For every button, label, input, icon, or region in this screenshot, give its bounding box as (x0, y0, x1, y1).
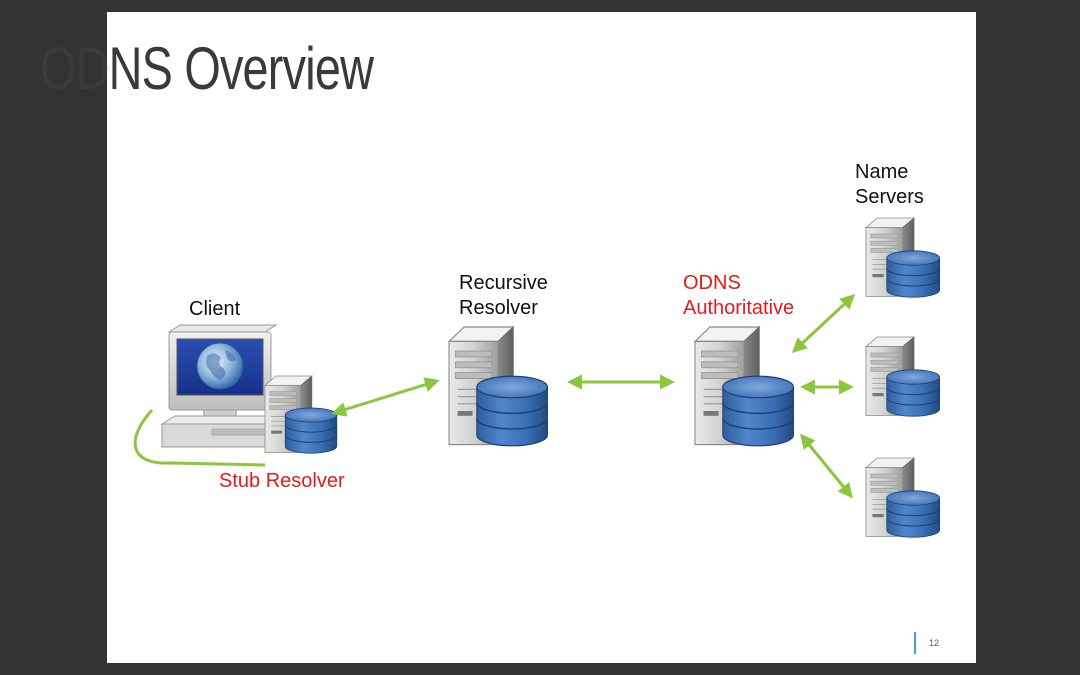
name-servers-label-line2: Servers (855, 186, 924, 208)
name-server-1-icon (865, 217, 941, 298)
recursive-resolver-server-icon (448, 326, 549, 447)
recursive-resolver-label-line1: Recursive (459, 272, 548, 294)
name-servers-label-line1: Name (855, 161, 909, 183)
arrow-odns-to-name-server-3 (800, 433, 853, 499)
recursive-resolver-label-line2: Resolver (459, 297, 538, 319)
name-servers-label: Name Servers (855, 160, 924, 210)
odns-authoritative-label-line2: Authoritative (683, 297, 795, 319)
odns-authoritative-server-icon (694, 326, 795, 447)
odns-authoritative-label: ODNS Authoritative (683, 271, 794, 321)
name-server-3-icon (865, 457, 941, 538)
client-computer-icon (133, 324, 338, 467)
stub-resolver-label: Stub Resolver (219, 470, 345, 492)
arrow-stub-to-recursive (331, 377, 440, 417)
page-number: 12 (929, 638, 940, 648)
odns-authoritative-label-line1: ODNS (683, 272, 741, 294)
arrow-odns-to-name-server-1 (791, 293, 856, 354)
page-number-divider (914, 632, 916, 654)
slide-title: ODNS Overview (40, 35, 374, 102)
recursive-resolver-label: Recursive Resolver (459, 271, 548, 321)
name-server-2-icon (865, 336, 941, 417)
client-label: Client (189, 298, 241, 320)
